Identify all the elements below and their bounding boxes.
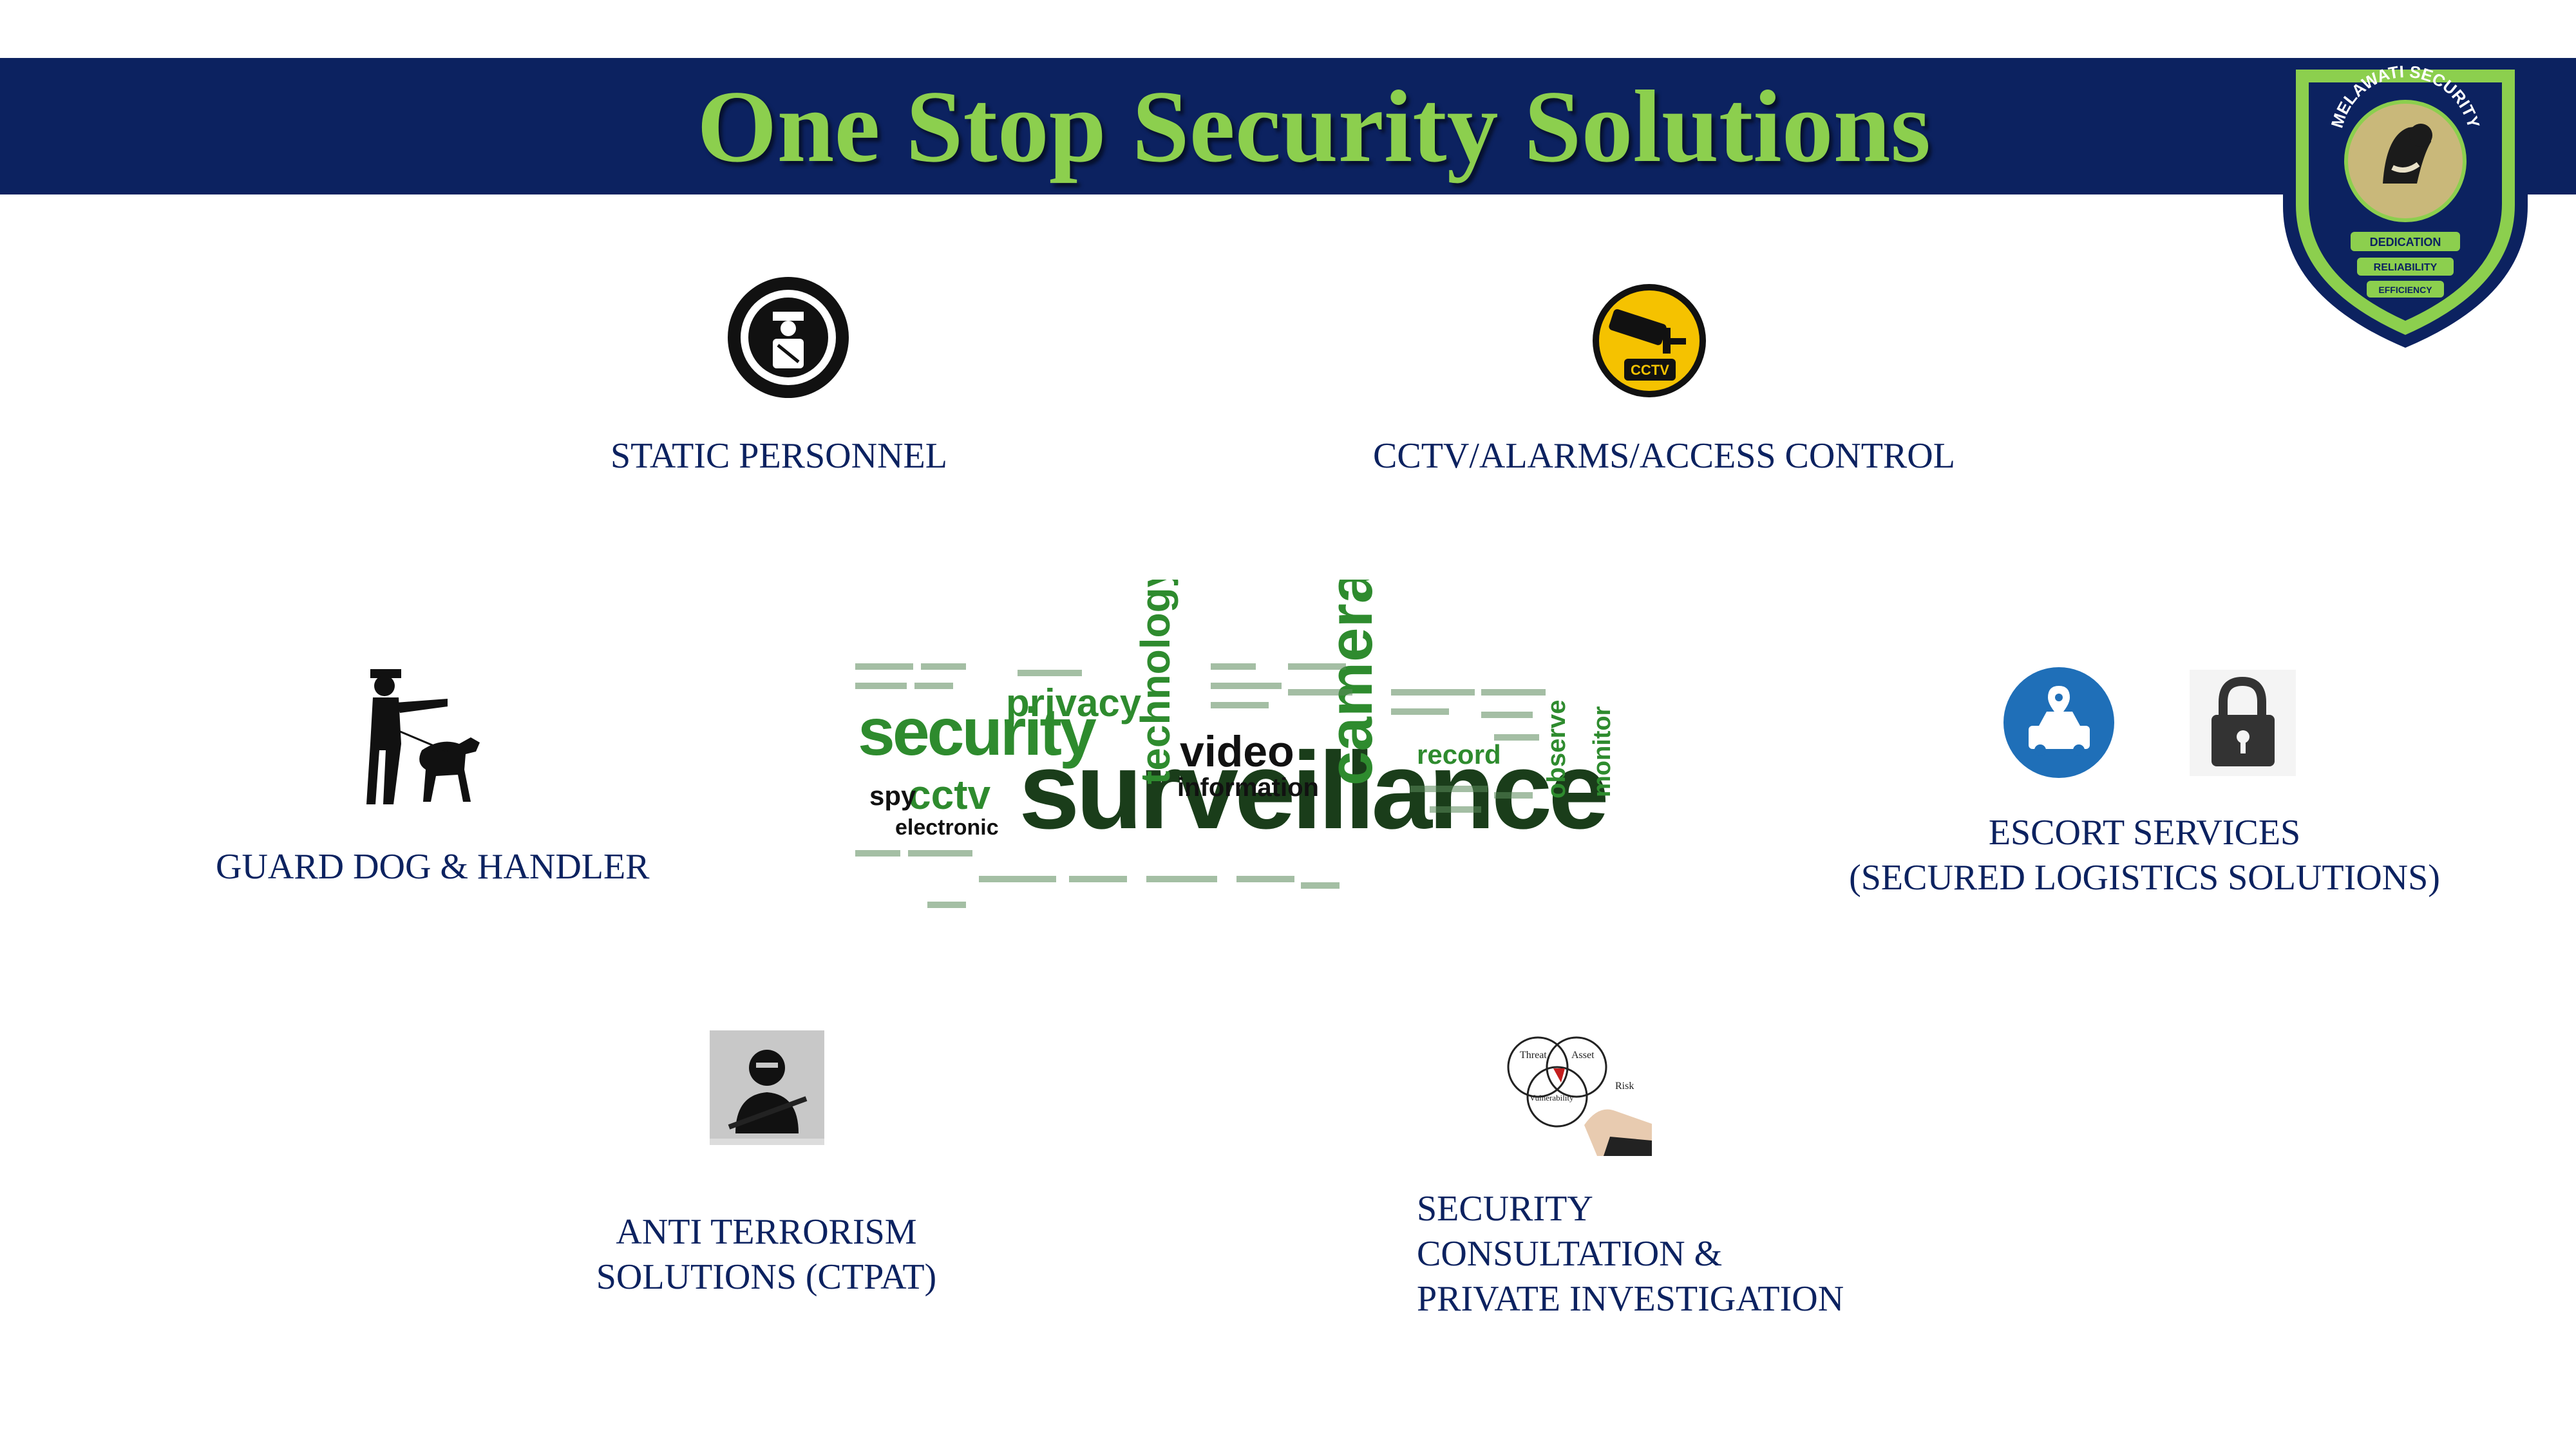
- cloud-word-record: record: [1417, 739, 1501, 770]
- cctv-label: CCTV/ALARMS/ACCESS CONTROL: [1373, 436, 1955, 476]
- cloud-word-surveillance: surveillance: [1019, 730, 1605, 852]
- cloud-word-security: security: [858, 695, 1097, 770]
- consultation-line3: PRIVATE INVESTIGATION: [1417, 1279, 1844, 1319]
- svg-text:RELIABILITY: RELIABILITY: [2374, 262, 2438, 273]
- guard-dog-label: GUARD DOG & HANDLER: [216, 847, 650, 887]
- cloud-filler-words: [855, 663, 1546, 908]
- svg-text:Threat: Threat: [1520, 1050, 1547, 1061]
- cloud-word-monitor: monitor: [1589, 706, 1616, 797]
- svg-text:Risk: Risk: [1615, 1081, 1634, 1092]
- escort-label-line2: (SECURED LOGISTICS SOLUTIONS): [1849, 858, 2440, 898]
- cctv-camera-icon: CCTV: [1593, 284, 1706, 397]
- cloud-word-video: video: [1180, 727, 1294, 776]
- consultation-line2: CONSULTATION &: [1417, 1234, 1723, 1274]
- risk-venn-diagram-icon: Threat Asset Vulnerability Risk: [1501, 1027, 1652, 1156]
- logistics-truck-icon: [2003, 667, 2114, 778]
- cloud-word-spy: spy: [869, 781, 916, 811]
- cloud-word-cctv: cctv: [908, 772, 991, 818]
- escort-services-label: ESCORT SERVICES (SECURED LOGISTICS SOLUT…: [1823, 810, 2467, 900]
- dog-handler-icon: [366, 669, 480, 804]
- cloud-word-observe: observe: [1542, 700, 1571, 799]
- cctv-badge-text: CCTV: [1631, 362, 1669, 378]
- escort-label-line1: ESCORT SERVICES: [1988, 813, 2301, 853]
- svg-text:DEDICATION: DEDICATION: [2370, 236, 2441, 249]
- consultation-label: SECURITY CONSULTATION & PRIVATE INVESTIG…: [1417, 1186, 1844, 1321]
- consultation-line1: SECURITY: [1417, 1189, 1593, 1229]
- anti-terrorism-label: ANTI TERRORISM SOLUTIONS (CTPAT): [573, 1209, 960, 1300]
- page-title: One Stop Security Solutions: [697, 69, 1931, 184]
- cloud-word-electronic: electronic: [895, 815, 999, 840]
- padlock-icon: [2190, 670, 2296, 776]
- cloud-word-camera: camera: [1316, 580, 1385, 786]
- surveillance-word-cloud: surveillance security privacy technology…: [855, 580, 1616, 908]
- svg-text:Asset: Asset: [1571, 1050, 1595, 1061]
- cloud-word-privacy: privacy: [1006, 681, 1142, 724]
- guard-icon: [728, 277, 849, 398]
- anti-terrorism-line2: SOLUTIONS (CTPAT): [596, 1257, 937, 1297]
- cloud-word-information: information: [1177, 773, 1319, 802]
- svg-text:EFFICIENCY: EFFICIENCY: [2378, 285, 2432, 295]
- masked-gunman-icon: [710, 1030, 824, 1145]
- svg-text:Vulnerability: Vulnerability: [1530, 1093, 1574, 1103]
- anti-terrorism-line1: ANTI TERRORISM: [616, 1212, 917, 1252]
- title-banner: [0, 58, 2576, 194]
- melawati-security-logo: MELAWATI SECURITY DEDICATION RELIABILITY…: [2283, 58, 2528, 348]
- static-personnel-label: STATIC PERSONNEL: [611, 436, 947, 476]
- logo-ribbons: DEDICATION RELIABILITY EFFICIENCY: [2351, 232, 2460, 298]
- cloud-word-technology: technology: [1132, 580, 1179, 784]
